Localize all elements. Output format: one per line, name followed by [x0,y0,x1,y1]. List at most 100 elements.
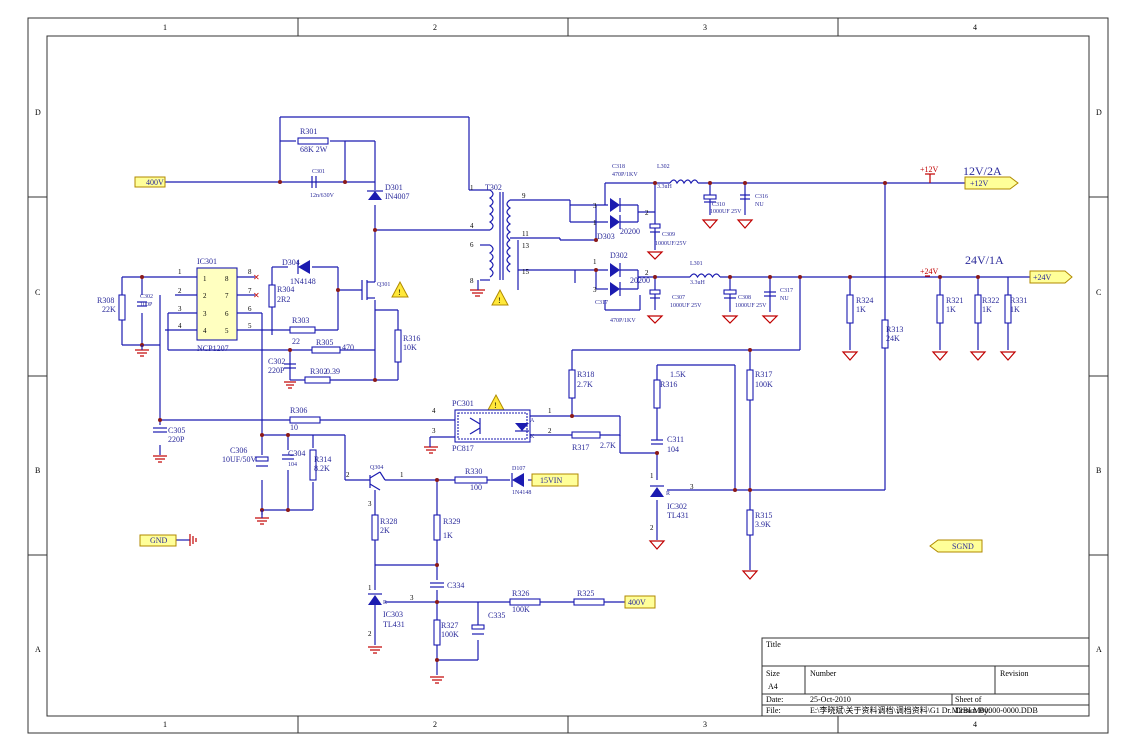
svg-text:6: 6 [248,305,252,313]
svg-text:R303: R303 [292,316,309,325]
svg-text:C304: C304 [288,449,305,458]
svg-text:2: 2 [650,524,654,532]
svg-text:T302: T302 [485,183,502,192]
svg-text:R322: R322 [982,296,999,305]
capacitor-c317: C317 NU [761,288,793,324]
svg-text:+24V: +24V [1033,273,1052,282]
svg-text:3: 3 [410,594,414,602]
svg-text:IN4007: IN4007 [385,192,409,201]
svg-text:C334: C334 [447,581,464,590]
svg-text:3: 3 [178,305,182,313]
svg-text:11: 11 [522,230,529,238]
date-value: 25-Oct-2010 [810,695,851,704]
row-label-d: D [35,108,41,117]
svg-text:8.2K: 8.2K [314,464,330,473]
svg-text:24K: 24K [886,334,900,343]
resistor-r317a: R317 100K [746,369,773,401]
port-400v-bottom: 400V [624,595,656,609]
col-label-4-bottom: 4 [973,720,977,729]
resistor-r313: R313 24K [881,319,903,349]
port-24v: +24V [1029,270,1073,284]
svg-text:R331: R331 [1010,296,1027,305]
svg-text:D301: D301 [385,183,403,192]
svg-text:R304: R304 [277,285,294,294]
resistor-r316b: 1.5K R316 [653,370,686,409]
svg-text:+12V: +12V [970,179,989,188]
svg-text:1: 1 [470,184,474,192]
svg-text:1N4148: 1N4148 [290,277,316,286]
row-label-c-right: C [1096,288,1101,297]
svg-text:3: 3 [432,427,436,435]
svg-text:470P/1KV: 470P/1KV [610,318,636,324]
svg-text:220P: 220P [268,366,285,375]
svg-text:C310: C310 [712,202,725,208]
resistor-r314: R314 8.2K [309,449,331,481]
svg-text:1: 1 [203,275,207,283]
svg-text:R316: R316 [660,380,677,389]
rail-plus24: +24V [920,267,939,276]
rail-plus12: +12V [920,165,939,174]
diode-d107: D107 1N4148 [511,466,531,496]
svg-text:4: 4 [432,407,436,415]
optocoupler-pc301: PC301 PC817 1 2 3 4 A K [424,399,552,454]
svg-text:1: 1 [548,407,552,415]
warning-icon: ! [391,280,409,298]
capacitor-c316: C316 NU [736,194,768,229]
svg-text:2: 2 [368,630,372,638]
svg-text:C317: C317 [780,288,793,294]
svg-text:R: R [666,491,670,497]
capacitor-c306: C306 10UF/50V [222,446,269,525]
sheet-label: Sheet of [955,695,982,704]
row-label-d-right: D [1096,108,1102,117]
resistor-r317b: R317 2.7K [571,431,616,452]
svg-text:6: 6 [470,241,474,249]
row-label-a-right: A [1096,645,1102,654]
row-label-a: A [35,645,41,654]
svg-text:!: ! [494,401,497,410]
svg-text:1K: 1K [982,305,992,314]
transformer-t302: T302 1 4 6 8 9 11 13 15 [470,183,530,297]
drawn-label: Drawn By: [955,706,990,715]
svg-text:1.5K: 1.5K [670,370,686,379]
resistor-r328: R328 2K [371,514,397,541]
file-value: E:\李晓斌\关于资料调档\调档资料\G1 Dr.M2BLM00000-0000… [810,705,1038,715]
capacitor-c308: C308 1000UF 25V [721,289,767,324]
svg-text:C305: C305 [168,426,185,435]
svg-text:10UF/50V: 10UF/50V [222,455,256,464]
svg-text:13: 13 [522,242,530,250]
title-label: Title [766,640,781,649]
svg-text:D107: D107 [512,466,525,472]
col-label-3: 3 [703,23,707,32]
svg-text:100P: 100P [140,302,153,308]
capacitor-c301: C301 12n/630V [310,169,335,199]
svg-text:3.9K: 3.9K [755,520,771,529]
svg-text:R330: R330 [465,467,482,476]
svg-text:R306: R306 [290,406,307,415]
svg-text:1: 1 [650,472,654,480]
svg-text:1N4148: 1N4148 [512,490,531,496]
number-label: Number [810,669,837,678]
svg-text:2: 2 [203,292,207,300]
diode-d303: D303 20200 3 1 2 [593,198,649,241]
svg-text:5: 5 [225,327,229,335]
svg-text:L301: L301 [690,261,703,267]
svg-text:PC301: PC301 [452,399,474,408]
svg-text:2: 2 [178,287,182,295]
resistor-r322: R322 1K [969,294,999,361]
warning-icon: ! [487,393,505,411]
svg-text:L302: L302 [657,164,670,170]
svg-text:3: 3 [690,483,694,491]
svg-text:✕: ✕ [253,273,260,282]
resistor-r305: R305 470 [311,338,354,354]
svg-text:R308: R308 [97,296,114,305]
capacitor-c335: C335 [471,611,505,635]
svg-text:PC817: PC817 [452,444,474,453]
svg-text:R302: R302 [310,367,327,376]
resistor-r316a: R316 10K [394,329,420,363]
svg-text:C301: C301 [312,169,325,175]
resistor-r315: R315 3.9K [741,509,772,580]
diode-d301: D301 IN4007 [367,183,409,201]
svg-text:20200: 20200 [630,276,650,285]
capacitor-c310: C310 1000UF 25V [701,194,742,229]
capacitor-c302b: C302 100P [137,294,153,308]
